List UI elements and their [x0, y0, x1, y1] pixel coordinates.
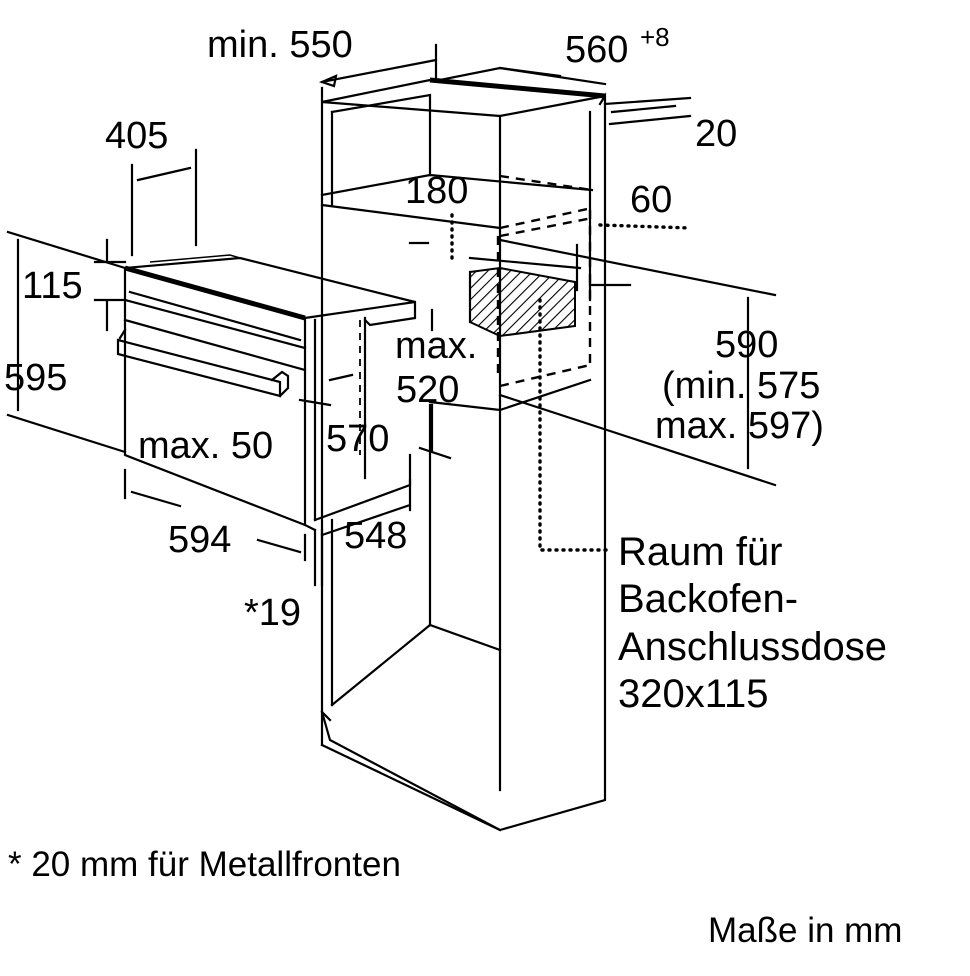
- dim-60-dotted: [598, 223, 692, 230]
- dim-590-line: [498, 238, 777, 487]
- label-min-575: (min. 575: [662, 365, 820, 407]
- label-60: 60: [630, 179, 672, 221]
- niche-hidden-back-top2: [499, 216, 593, 238]
- dim-520-line: [418, 308, 452, 460]
- tall-cabinet: [320, 77, 607, 832]
- socket-label-line3: Anschlussdose: [618, 625, 887, 669]
- dim-594-line: [123, 468, 307, 562]
- dim-115-line: [93, 238, 127, 332]
- oven-front-right-edge: [303, 316, 317, 532]
- dim-20-lines: [603, 96, 692, 126]
- dim-548-line: [320, 478, 412, 537]
- label-548: 548: [344, 515, 407, 557]
- dim-min550-arrow: [318, 74, 338, 88]
- label-590: 590: [715, 324, 778, 366]
- dim-min550-line: [320, 43, 438, 102]
- dim-max50-line: [298, 373, 354, 407]
- bottom-compartment-floor: [330, 623, 502, 707]
- socket-label-line1: Raum für: [618, 530, 783, 574]
- niche-hidden-floor: [499, 363, 591, 388]
- label-115: 115: [22, 265, 83, 307]
- dimension-lines: [6, 43, 777, 587]
- socket-leader-dotted: [538, 298, 614, 552]
- label-max-597: max. 597): [655, 405, 824, 447]
- oven-door-handle-mounts: [118, 328, 290, 398]
- label-min-550: min. 550: [207, 24, 353, 66]
- dimension-labels: min. 550 560 +8 20 405 180 60 115 595 ma…: [4, 22, 824, 634]
- label-19: *19: [244, 592, 301, 634]
- oven-body-top-right: [363, 300, 417, 327]
- label-570: 570: [326, 418, 389, 460]
- label-405: 405: [105, 115, 168, 157]
- oven-door-handle: [116, 338, 282, 398]
- socket-top-line: [468, 256, 582, 270]
- upper-shelf-front: [320, 203, 502, 230]
- label-594: 594: [168, 519, 231, 561]
- dim-595-line: [6, 230, 127, 454]
- dim-405-line: [130, 148, 198, 257]
- plinth-line: [320, 743, 502, 832]
- label-max-50: max. 50: [138, 425, 273, 467]
- door-top: [123, 318, 307, 372]
- label-max-520-prefix: max.: [395, 325, 477, 367]
- dim-60-lines: [575, 243, 632, 292]
- socket-label-line4: 320x115: [618, 672, 769, 716]
- dim-19-line: [313, 528, 324, 587]
- label-20: 20: [695, 113, 737, 155]
- footnote-metal-fronts: * 20 mm für Metallfronten: [8, 845, 401, 884]
- cabinet-top-edge: [429, 77, 606, 99]
- units-note: Maße in mm: [708, 911, 902, 950]
- socket-hatched-area: [469, 266, 576, 338]
- control-panel-bottom: [123, 298, 307, 350]
- oven-top-front-edge: [124, 265, 306, 321]
- niche-floor: [428, 378, 592, 412]
- oven: [116, 254, 417, 532]
- label-520: 520: [396, 369, 459, 411]
- label-560-superscript: +8: [640, 22, 670, 52]
- control-panel-line: [128, 290, 302, 342]
- socket-space: [468, 256, 582, 338]
- niche-hidden-back-top: [499, 206, 593, 230]
- socket-label: Raum für Backofen- Anschlussdose 320x115: [618, 530, 887, 716]
- cabinet-right-side: [320, 92, 607, 832]
- label-560: 560: [565, 29, 628, 71]
- socket-label-line2: Backofen-: [618, 577, 798, 621]
- label-595: 595: [4, 357, 67, 399]
- oven-top-back-ledge: [149, 254, 241, 263]
- upper-compartment-back: [330, 93, 432, 177]
- dim-560-line2: [498, 66, 562, 78]
- label-180: 180: [405, 170, 468, 212]
